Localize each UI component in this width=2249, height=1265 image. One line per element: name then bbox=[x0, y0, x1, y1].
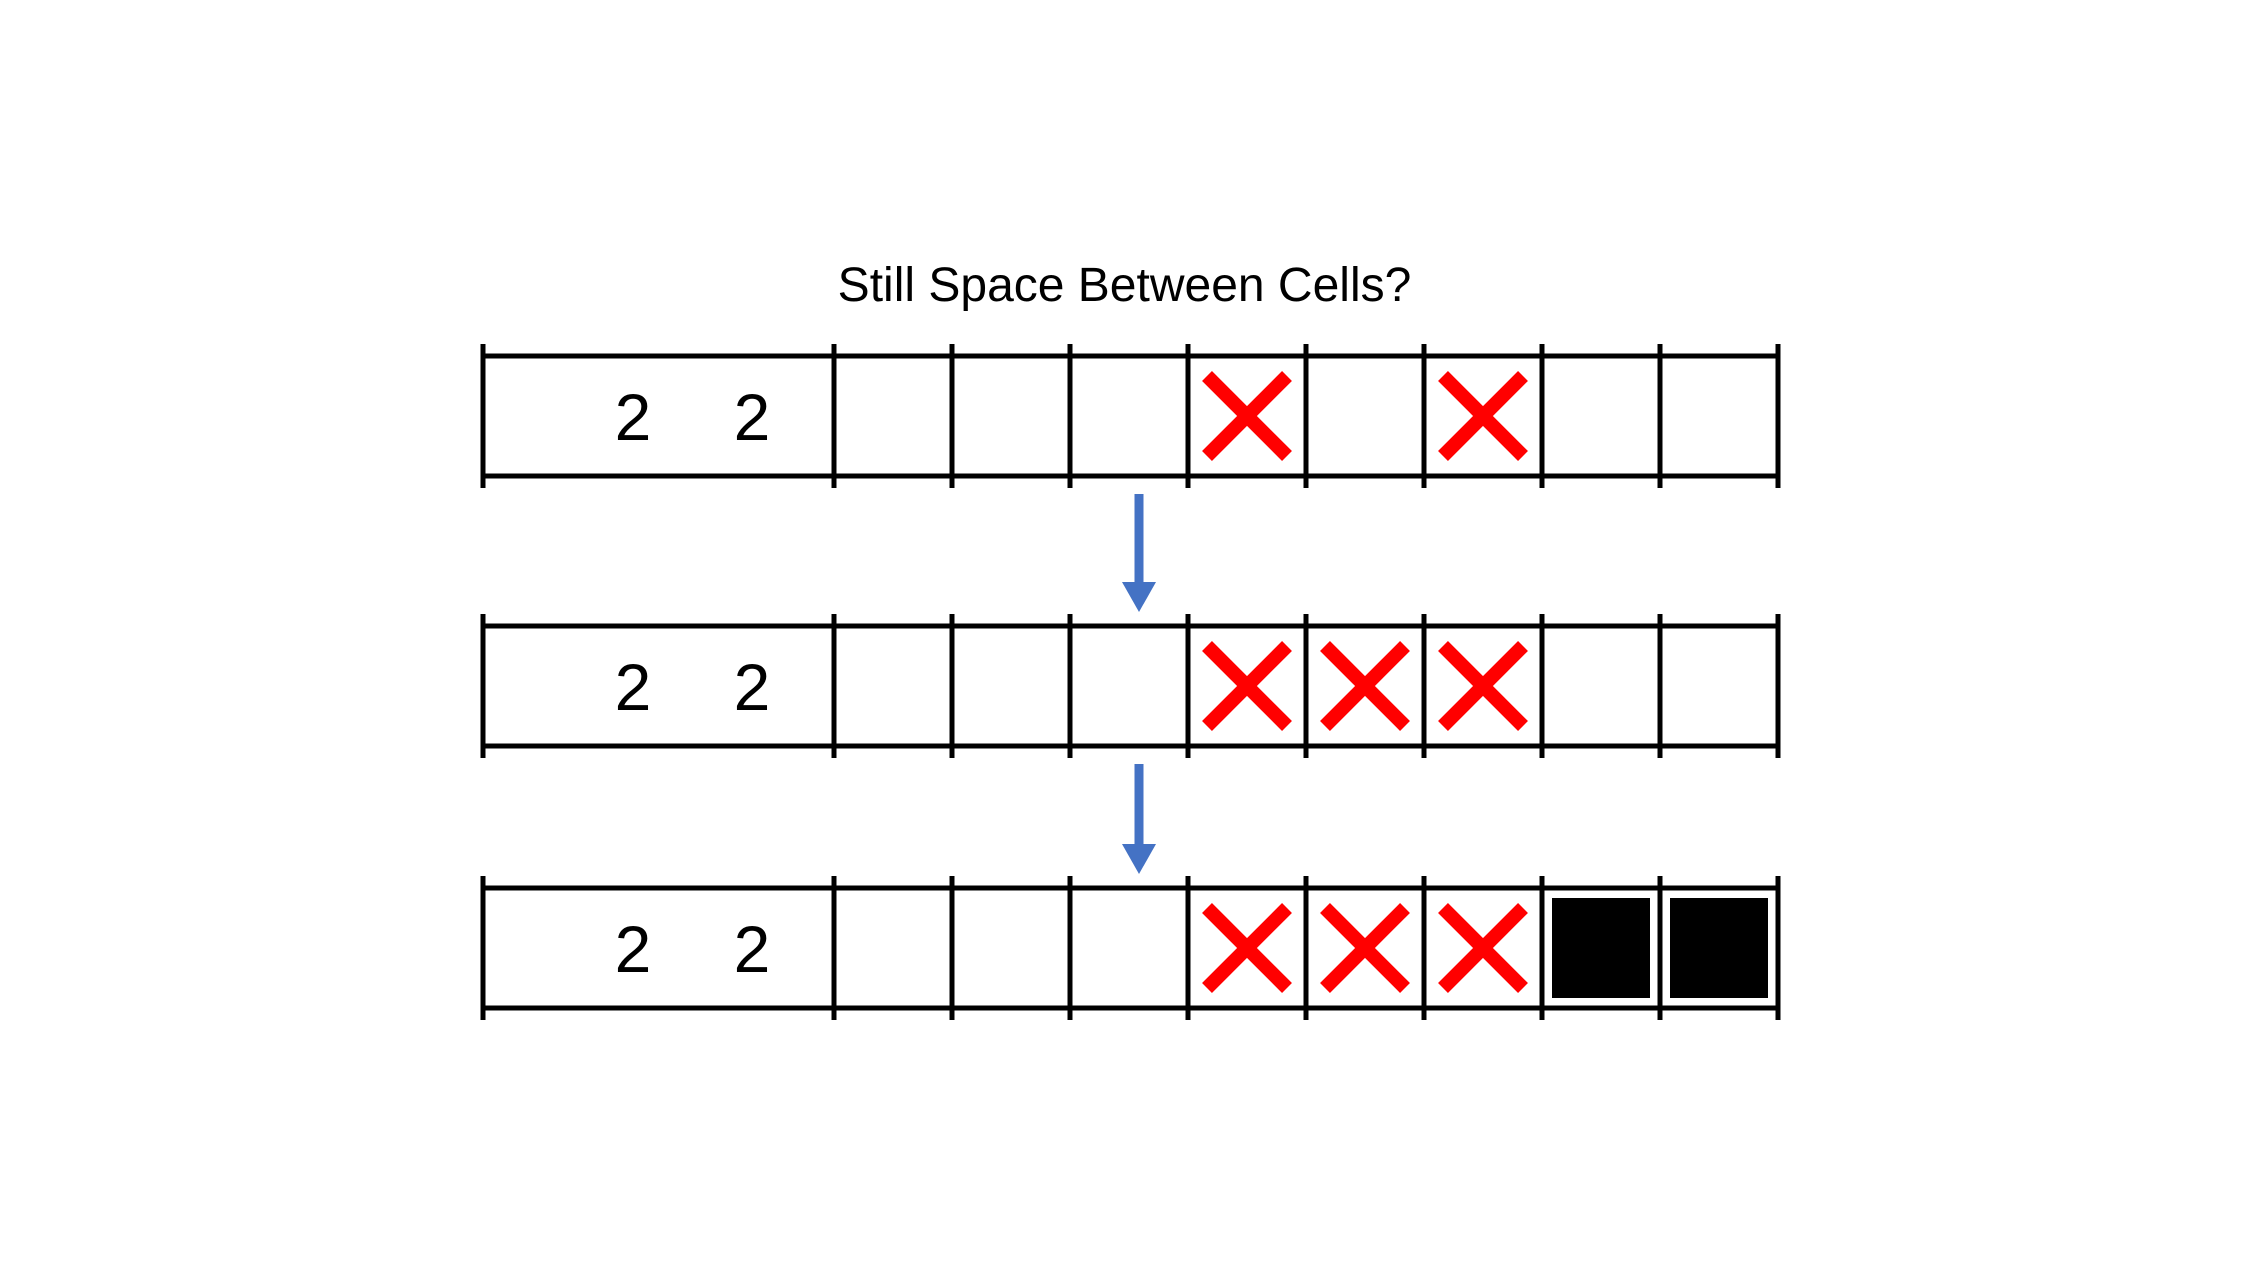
cross-mark-icon bbox=[1438, 903, 1528, 993]
diagram-title: Still Space Between Cells? bbox=[837, 259, 1412, 312]
cross-stroke bbox=[1320, 641, 1410, 731]
clue-number: 2 bbox=[734, 380, 771, 454]
cross-mark-icon bbox=[1438, 641, 1528, 731]
filled-cell bbox=[1552, 898, 1650, 998]
cross-stroke bbox=[1320, 903, 1410, 993]
arrow-head bbox=[1122, 844, 1156, 874]
cross-stroke bbox=[1202, 371, 1292, 461]
cross-stroke bbox=[1202, 641, 1292, 731]
cross-mark-icon bbox=[1202, 903, 1292, 993]
down-arrow-icon bbox=[1122, 764, 1156, 874]
cross-mark-icon bbox=[1320, 641, 1410, 731]
clue-number: 2 bbox=[734, 912, 771, 986]
cross-stroke bbox=[1438, 903, 1528, 993]
cross-stroke bbox=[1202, 903, 1292, 993]
clue-number: 2 bbox=[734, 650, 771, 724]
arrow-head bbox=[1122, 582, 1156, 612]
filled-cell bbox=[1670, 898, 1768, 998]
cross-mark-icon bbox=[1202, 371, 1292, 461]
cross-mark-icon bbox=[1320, 903, 1410, 993]
clue-number: 2 bbox=[615, 380, 652, 454]
cross-mark-icon bbox=[1202, 641, 1292, 731]
clue-number: 2 bbox=[615, 650, 652, 724]
down-arrow-icon bbox=[1122, 494, 1156, 612]
cross-stroke bbox=[1438, 641, 1528, 731]
clue-number: 2 bbox=[615, 912, 652, 986]
cross-mark-icon bbox=[1438, 371, 1528, 461]
cross-stroke bbox=[1438, 371, 1528, 461]
